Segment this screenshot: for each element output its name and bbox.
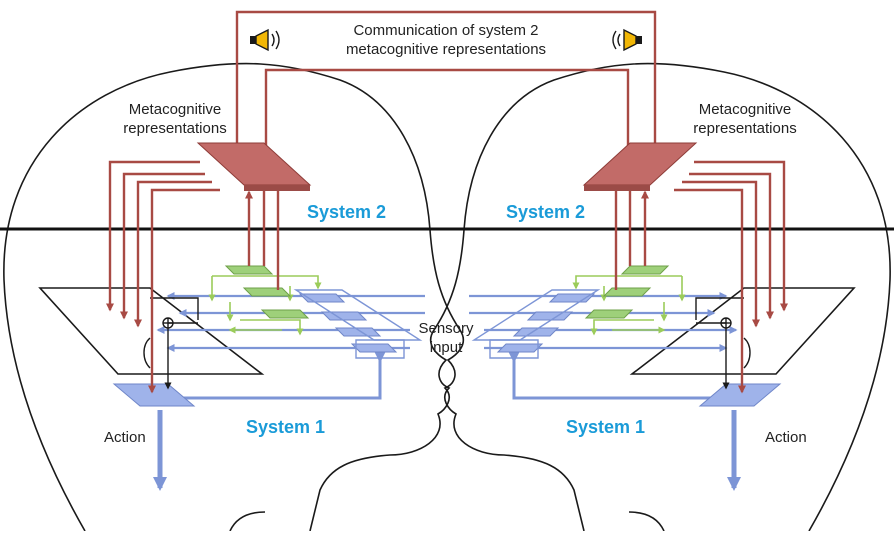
right-head [429, 62, 891, 532]
sensory-input-label-line1: Sensory [418, 320, 474, 337]
left-head-outline [3, 62, 465, 532]
inner-network-nodes [224, 265, 310, 319]
system2-label-right: System 2 [506, 202, 585, 222]
left-mechanism [38, 142, 425, 491]
action-trapezoid [629, 287, 856, 375]
action-trapezoid [38, 287, 265, 375]
right-neck [628, 511, 665, 532]
right-mechanism [469, 142, 856, 491]
megaphone-icon [612, 28, 642, 52]
reflex-loop [143, 297, 199, 390]
action-block [112, 383, 196, 407]
metacognitive-label-left-line1: Metacognitive [129, 101, 222, 118]
right-head-outline [429, 62, 891, 532]
system2-label-left: System 2 [307, 202, 386, 222]
system1-frames [293, 289, 423, 359]
communication-loop [235, 10, 659, 175]
inner-network-arrows [208, 275, 322, 336]
system2-arrows [612, 160, 788, 394]
action-label-left: Action [104, 429, 146, 446]
system1-nodes [112, 293, 398, 407]
system1-label-left: System 1 [246, 417, 325, 437]
metacognitive-block [196, 142, 312, 191]
sensory-input-label-line2: input [430, 339, 463, 356]
inner-network-arrows [572, 275, 686, 336]
left-neck [229, 511, 266, 532]
system1-nodes [496, 293, 782, 407]
action-label-right: Action [765, 429, 807, 446]
action-block [698, 383, 782, 407]
left-head [3, 62, 465, 532]
metacognitive-label-right-line1: Metacognitive [699, 101, 792, 118]
megaphone-icon [250, 28, 280, 52]
system1-label-right: System 1 [566, 417, 645, 437]
metacognitive-label-left-line2: representations [123, 120, 226, 137]
communication-label-line2: metacognitive representations [346, 41, 546, 58]
reflex-loop [695, 297, 751, 390]
communication-label-line1: Communication of system 2 [353, 22, 538, 39]
system1-frames [471, 289, 601, 359]
metacognitive-block [582, 142, 698, 191]
inner-network-nodes [584, 265, 670, 319]
system2-arrows [106, 160, 282, 394]
metacognitive-label-right-line2: representations [693, 120, 796, 137]
